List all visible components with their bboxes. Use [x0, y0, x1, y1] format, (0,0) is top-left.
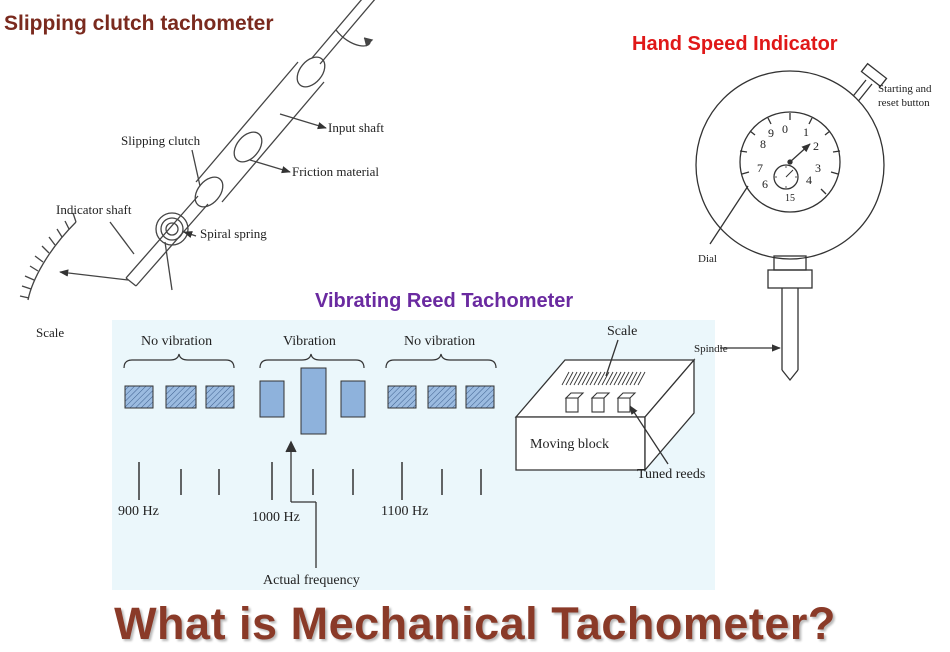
dial-number: 9	[768, 126, 774, 140]
label-freq-1000: 1000 Hz	[252, 510, 300, 525]
slipping-clutch-diagram	[19, 0, 376, 301]
label-dial: Dial	[698, 253, 717, 265]
label-tuned-reeds: Tuned reeds	[637, 467, 705, 482]
label-vibration: Vibration	[283, 334, 336, 349]
label-actual-frequency: Actual frequency	[263, 573, 360, 588]
reed	[387, 385, 417, 409]
main-title: What is Mechanical Tachometer?	[114, 598, 836, 649]
spindle-drawing	[720, 255, 813, 382]
label-slipping-clutch: Slipping clutch	[121, 133, 201, 148]
reed	[340, 380, 366, 418]
hand-speed-labels: Starting and reset button Dial Spindle 0…	[694, 83, 932, 355]
reed	[165, 385, 197, 409]
dial-number: 15	[785, 193, 795, 204]
tuned-reeds-drawing	[564, 392, 637, 413]
vibrating-reed-labels: No vibration Vibration No vibration 900 …	[118, 324, 705, 588]
dial-number: 0	[782, 122, 788, 136]
scale-ticks-slip	[19, 212, 77, 299]
reed	[465, 385, 495, 409]
reed-bars	[124, 367, 495, 435]
dial-number: 4	[806, 173, 812, 187]
label-block-scale: Scale	[607, 324, 637, 339]
label-button-line1: Starting and	[878, 83, 932, 95]
label-scale-slip: Scale	[36, 325, 64, 340]
hand-speed-diagram	[695, 62, 888, 382]
label-no-vibration-right: No vibration	[404, 334, 475, 349]
block-scale-hatching	[561, 371, 646, 386]
reed	[300, 367, 327, 435]
reed-braces	[123, 353, 497, 369]
label-moving-block: Moving block	[530, 437, 609, 452]
frequency-ticks	[138, 462, 482, 500]
label-friction-material: Friction material	[292, 164, 379, 179]
input-shaft-drawing	[311, 0, 376, 65]
hand-speed-title: Hand Speed Indicator	[632, 33, 838, 55]
reed	[259, 380, 285, 418]
dial-number: 1	[803, 125, 809, 139]
vibrating-reed-diagram	[123, 339, 696, 568]
moving-block-drawing	[514, 339, 696, 472]
label-freq-900: 900 Hz	[118, 504, 159, 519]
dial-number: 2	[813, 139, 819, 153]
reed	[427, 385, 457, 409]
label-button-line2: reset button	[878, 97, 930, 109]
dial-numbers: 0 1 2 3 4 15 6 7 8 9	[757, 122, 821, 204]
label-no-vibration-left: No vibration	[141, 334, 212, 349]
label-input-shaft: Input shaft	[328, 120, 384, 135]
spiral-spring-drawing	[155, 212, 189, 291]
label-freq-1100: 1100 Hz	[381, 504, 428, 519]
label-spiral-spring: Spiral spring	[200, 226, 267, 241]
reed	[124, 385, 154, 409]
slipping-clutch-labels: Input shaft Slipping clutch Friction mat…	[36, 120, 384, 340]
dial-number: 7	[757, 161, 763, 175]
dial-number: 8	[760, 137, 766, 151]
actual-frequency-pointer	[285, 440, 317, 568]
label-indicator-shaft: Indicator shaft	[56, 202, 132, 217]
vibrating-reed-title: Vibrating Reed Tachometer	[315, 290, 574, 312]
label-spindle: Spindle	[694, 343, 728, 355]
clutch-body-drawing	[194, 56, 326, 208]
dial-number: 3	[815, 161, 821, 175]
indicator-shaft-drawing	[125, 195, 209, 287]
slipping-clutch-title: Slipping clutch tachometer	[4, 12, 274, 35]
reed	[205, 385, 235, 409]
dial-ticks	[739, 113, 841, 195]
dial-number: 6	[762, 177, 768, 191]
